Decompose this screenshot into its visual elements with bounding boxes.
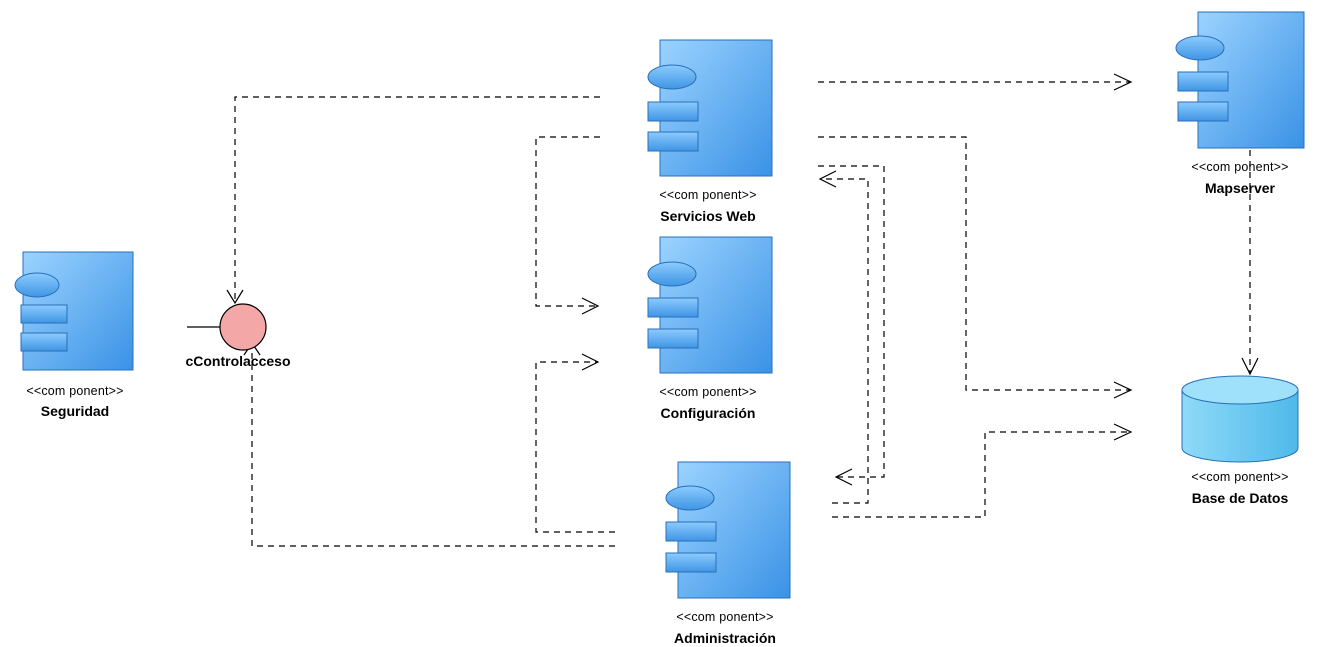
component-seguridad[interactable]: <<com ponent>> Seguridad	[14, 251, 134, 419]
arrowhead-configuracion-top	[581, 297, 600, 315]
component-base-datos[interactable]: <<com ponent>> Base de Datos	[1181, 375, 1299, 506]
component-name: Configuración	[661, 405, 756, 421]
component-icon-oval	[665, 485, 715, 511]
component-icon-tab	[665, 521, 717, 542]
edge-servicios-web-to-administracion	[818, 165, 885, 478]
component-icon-tab	[647, 328, 699, 349]
component-icon-tab	[20, 304, 68, 324]
component-configuracion[interactable]: <<com ponent>> Configuración	[647, 236, 773, 421]
component-icon-tab	[20, 332, 68, 352]
component-stereotype: <<com ponent>>	[1191, 160, 1288, 174]
component-icon-tab	[647, 101, 699, 122]
interface-circle-icon	[219, 303, 267, 351]
arrowhead-base-datos-side	[1113, 423, 1133, 441]
dependency-edges	[226, 73, 1259, 547]
component-icon-tab	[647, 297, 699, 318]
interface-ccontrolacceso[interactable]: cControlacceso	[185, 303, 291, 369]
arrowhead-base-datos-vertical	[1241, 357, 1259, 376]
arrowhead-administracion	[834, 468, 853, 486]
edge-servicios-web-to-ccontrolacceso	[234, 96, 600, 302]
component-servicios-web[interactable]: <<com ponent>> Servicios Web	[647, 39, 773, 224]
component-icon-tab	[647, 131, 699, 152]
component-icon-oval	[14, 272, 60, 298]
component-icon-oval	[1175, 35, 1225, 61]
edge-servicios-web-to-configuracion	[535, 136, 600, 307]
database-cylinder-body	[1181, 389, 1299, 463]
edge-administracion-to-base-datos	[832, 431, 1130, 518]
component-stereotype: <<com ponent>>	[26, 384, 123, 398]
component-stereotype: <<com ponent>>	[676, 610, 773, 624]
component-stereotype: <<com ponent>>	[659, 385, 756, 399]
component-name: Mapserver	[1205, 180, 1276, 196]
component-name: Seguridad	[41, 403, 109, 419]
component-administracion[interactable]: <<com ponent>> Administración	[665, 461, 791, 646]
edge-servicios-web-to-base-datos	[818, 136, 1130, 391]
arrowhead-servicios-web	[818, 170, 837, 188]
component-icon-tab	[665, 552, 717, 573]
interface-name: cControlacceso	[185, 353, 290, 369]
component-name: Base de Datos	[1192, 490, 1289, 506]
component-name: Administración	[674, 630, 776, 646]
component-stereotype: <<com ponent>>	[659, 188, 756, 202]
component-name: Servicios Web	[660, 208, 755, 224]
arrowhead-configuracion-bottom	[581, 353, 600, 371]
arrowhead-base-datos-top	[1113, 381, 1133, 399]
component-mapserver[interactable]: <<com ponent>> Mapserver	[1175, 11, 1305, 196]
edge-administracion-to-servicios-web	[820, 178, 869, 504]
component-icon-tab	[1177, 101, 1229, 122]
arrowhead-mapserver	[1113, 73, 1133, 91]
edge-administracion-to-ccontrolacceso	[251, 345, 615, 547]
component-icon-oval	[647, 64, 697, 90]
edge-administracion-to-configuracion	[535, 361, 615, 533]
database-cylinder-top	[1181, 375, 1299, 405]
arrowhead-ccontrolacceso-top	[226, 289, 244, 305]
component-icon-oval	[647, 261, 697, 287]
component-stereotype: <<com ponent>>	[1191, 470, 1288, 484]
component-icon-tab	[1177, 71, 1229, 92]
